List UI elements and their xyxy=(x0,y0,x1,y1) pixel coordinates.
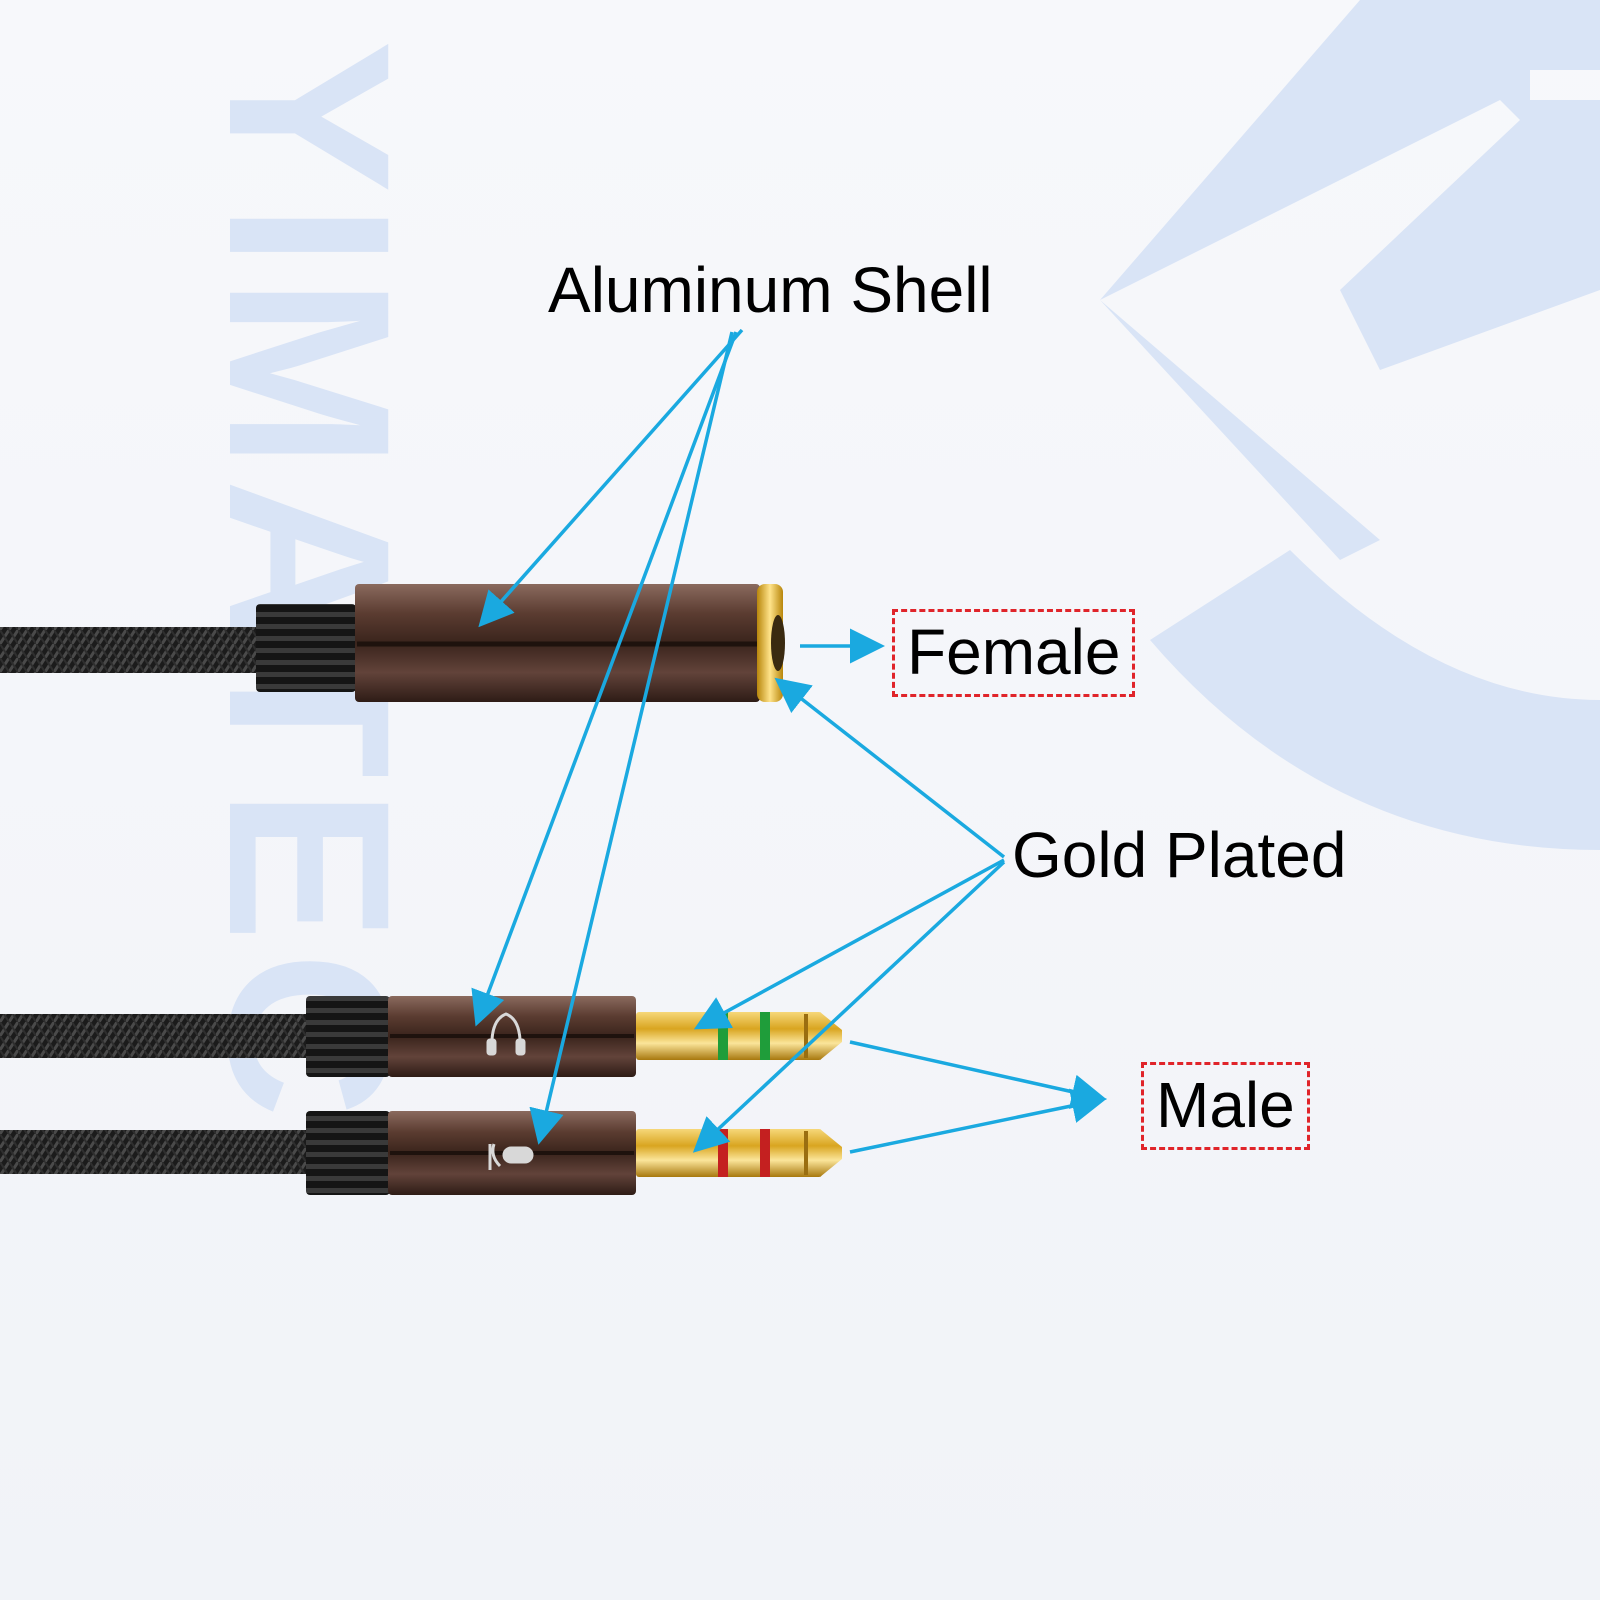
arrow-aluminum-to-headphone xyxy=(471,331,738,1027)
mic-plug-gold xyxy=(636,1129,822,1177)
label-gold-plated: Gold Plated xyxy=(1012,819,1347,891)
arrow-gold-to-headphone-plug xyxy=(693,858,1005,1030)
microphone-icon xyxy=(488,1143,534,1170)
watermark-logo-shape-arc xyxy=(1150,550,1600,850)
arrow-aluminum-to-mic xyxy=(529,331,734,1145)
label-female: Female xyxy=(892,609,1136,697)
mic-plug-tip xyxy=(820,1129,842,1177)
female-cable xyxy=(0,627,262,673)
watermark-text: YIMATEC xyxy=(181,40,438,1128)
watermark-logo xyxy=(1100,0,1600,850)
female-jack-opening xyxy=(771,615,785,671)
male-connector-microphone xyxy=(0,1111,842,1195)
female-gold-rim xyxy=(757,584,783,702)
watermark-logo-shape-top xyxy=(1100,0,1600,560)
arrow-headphone-to-male-label xyxy=(849,1040,1107,1109)
watermark-brand-text: YIMATEC xyxy=(181,40,438,1128)
label-aluminum-shell: Aluminum Shell xyxy=(548,254,993,326)
female-strain-relief xyxy=(256,604,356,692)
headphone-strain-relief xyxy=(306,996,390,1077)
headphone-insulator-ring-1 xyxy=(718,1012,728,1060)
mic-cable xyxy=(0,1130,312,1174)
mic-insulator-ring-1 xyxy=(718,1129,728,1177)
mic-insulator-ring-2 xyxy=(760,1129,770,1177)
callout-arrows xyxy=(471,328,1107,1154)
headphone-cable xyxy=(0,1014,312,1058)
headphone-plug-gold xyxy=(636,1012,822,1060)
arrow-gold-to-female-rim xyxy=(774,677,1006,859)
headphone-insulator-ring-2 xyxy=(760,1012,770,1060)
headphone-plug-tip xyxy=(820,1012,842,1060)
headphone-icon xyxy=(486,1012,526,1056)
label-male: Male xyxy=(1141,1062,1310,1150)
female-connector xyxy=(0,584,785,702)
mic-strain-relief xyxy=(306,1111,390,1195)
arrow-aluminum-to-female xyxy=(478,328,744,628)
arrow-mic-to-male-label xyxy=(849,1088,1107,1154)
arrow-gold-to-mic-plug xyxy=(692,860,1006,1153)
male-connector-headphone xyxy=(0,996,842,1077)
